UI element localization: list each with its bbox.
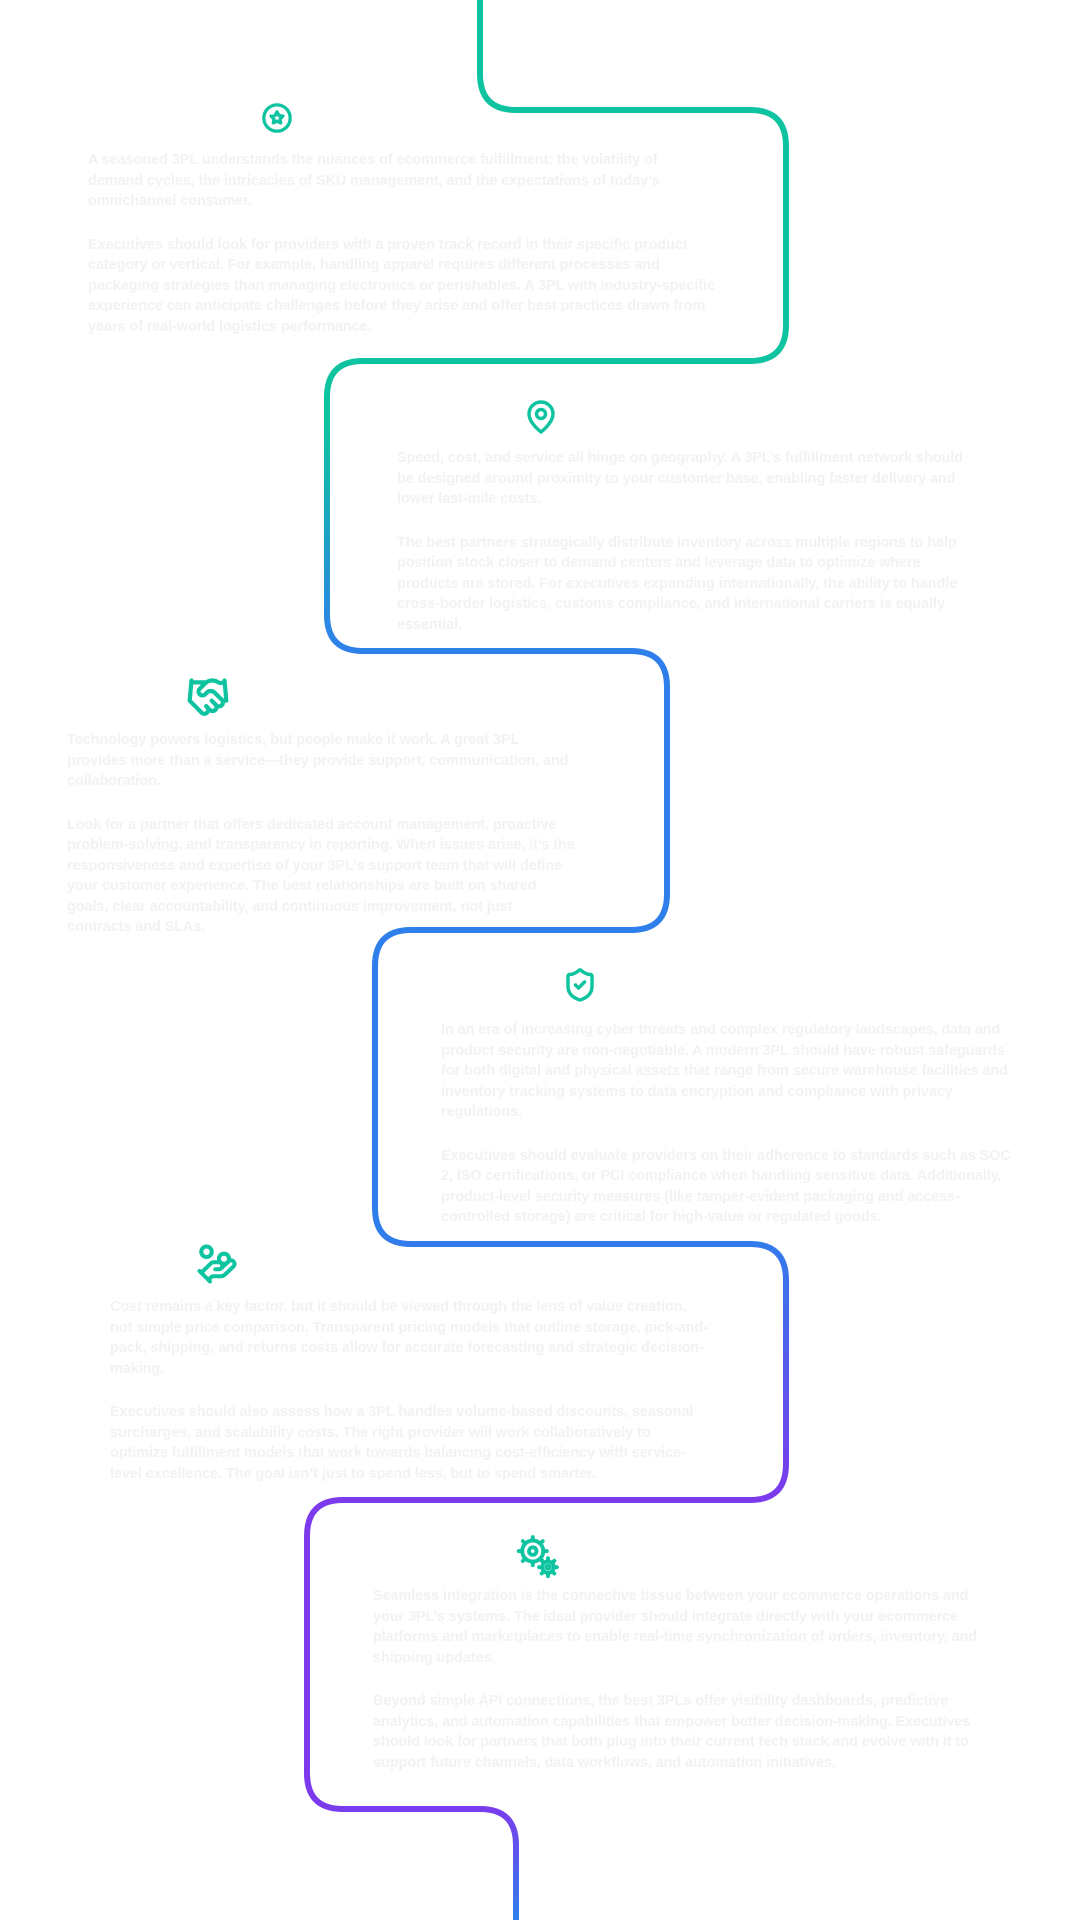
section-text: A seasoned 3PL understands the nuances o… [88, 150, 716, 337]
section-text: In an era of increasing cyber threats an… [441, 1020, 1019, 1228]
section-text: Cost remains a key factor, but it should… [110, 1297, 712, 1484]
paragraph: Executives should evaluate providers on … [441, 1147, 1011, 1226]
section-text: Technology powers logistics, but people … [67, 730, 579, 938]
paragraph: Seamless integration is the connective t… [373, 1588, 978, 1666]
star-badge-icon [260, 101, 294, 135]
paragraph: Executives should also assess how a 3PL … [110, 1404, 694, 1482]
paragraph: Cost remains a key factor, but it should… [110, 1299, 708, 1377]
paragraph: Technology powers logistics, but people … [67, 732, 569, 789]
paragraph: In an era of increasing cyber threats an… [441, 1022, 1008, 1120]
hand-coins-icon [196, 1243, 238, 1285]
handshake-icon [186, 675, 230, 719]
paragraph: Beyond simple API connections, the best … [373, 1693, 971, 1771]
map-pin-icon [523, 399, 559, 435]
paragraph: Speed, cost, and service all hinge on ge… [397, 450, 963, 507]
paragraph: Look for a partner that offers dedicated… [67, 816, 575, 936]
paragraph: Executives should look for providers wit… [88, 236, 715, 335]
paragraph: A seasoned 3PL understands the nuances o… [88, 152, 660, 209]
shield-check-icon [562, 967, 598, 1003]
section-text: Speed, cost, and service all hinge on ge… [397, 448, 975, 635]
gears-icon [515, 1535, 559, 1579]
paragraph: The best partners strategically distribu… [397, 534, 958, 633]
section-text: Seamless integration is the connective t… [373, 1586, 981, 1773]
